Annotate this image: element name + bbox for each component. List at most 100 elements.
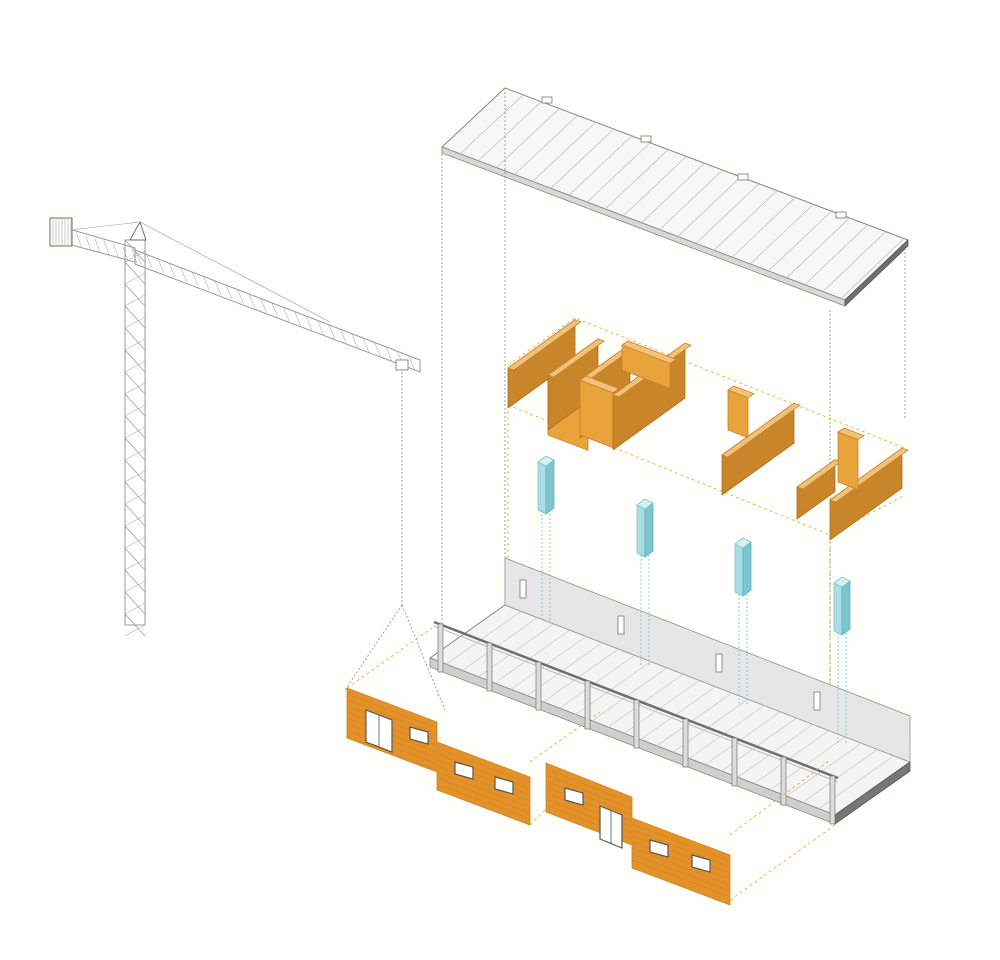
steel-column-top: [636, 498, 654, 510]
facade-board-line: [436, 783, 531, 820]
crane-mast-brace: [124, 481, 146, 505]
crane-jib-brace: [385, 346, 393, 361]
facade-board-line: [631, 835, 731, 874]
crane-jib-brace: [328, 324, 336, 339]
steel-column-flange: [841, 580, 851, 636]
timber-wall-top: [621, 340, 677, 364]
floor-joint: [640, 686, 716, 740]
steel-column-web: [734, 543, 744, 597]
roof-joint: [840, 238, 905, 299]
crane-mast-brace: [124, 492, 146, 505]
crane-jib-brace: [374, 342, 381, 357]
roof-joint: [496, 108, 560, 168]
facade-board-line: [631, 829, 731, 868]
roof-panel-joints: [459, 94, 905, 299]
facade-window: [691, 854, 711, 873]
crane-counter-brace: [94, 238, 101, 253]
crane-mast-brace: [124, 261, 146, 285]
facade-window: [564, 787, 584, 806]
roof-joint: [623, 156, 687, 217]
roof-joint: [550, 128, 615, 189]
crane-counter-brace: [76, 233, 82, 248]
facade-board-line: [346, 693, 438, 729]
facade-window: [409, 726, 429, 745]
floor-joint: [494, 629, 571, 684]
roof-slab: [441, 87, 909, 307]
timber-wall-top: [837, 427, 865, 441]
grey-guide-lines: [441, 92, 906, 700]
crane-jib-brace: [317, 320, 324, 335]
timber-wall-top: [727, 385, 755, 399]
crane-jib-brace: [408, 355, 415, 370]
steel-column-web: [833, 582, 843, 636]
crane-counter-brace: [131, 249, 138, 264]
roof-joint: [695, 183, 760, 244]
crane-mast-brace: [124, 327, 146, 351]
roof-joint: [514, 115, 578, 175]
crane-jib-brace: [260, 298, 267, 313]
facade-panel-right: [545, 762, 731, 906]
crane-jib-brace: [305, 315, 313, 331]
steel-column-flange: [742, 541, 752, 597]
crane-apex: [129, 220, 147, 241]
crane-mast-brace: [124, 415, 146, 439]
facade-window: [494, 776, 514, 795]
steel-column-web: [636, 504, 646, 558]
crane-jib-brace: [146, 254, 153, 269]
crane-jib-brace: [191, 271, 199, 287]
floor-joint: [559, 654, 635, 709]
facade-guide-lines: [346, 627, 836, 901]
floor-joint: [462, 617, 538, 671]
back-wall-doors: [519, 579, 821, 711]
facade-board-line: [631, 853, 731, 892]
crane-jib-brace: [157, 258, 165, 273]
floor-joint: [737, 724, 814, 778]
roof-joint: [677, 176, 741, 237]
door-opening: [813, 691, 821, 711]
floor-joint: [802, 749, 878, 803]
floor-joint: [656, 692, 733, 747]
facade-board-line: [545, 768, 633, 804]
facade-board-line: [631, 847, 731, 886]
timber-wall-top: [507, 319, 582, 371]
crane-jib-brace: [248, 293, 256, 309]
timber-wall-core-mid: [727, 389, 749, 439]
facade-board-line: [631, 823, 731, 862]
crane-counter-brace: [113, 243, 119, 258]
facade-board-line: [436, 765, 531, 802]
steel-column-top: [537, 455, 555, 467]
facade-board-line: [436, 753, 531, 790]
steel-column-top: [734, 537, 752, 549]
timber-wall-top: [829, 447, 909, 503]
crane-mast-brace: [124, 470, 146, 483]
roof-joint: [731, 197, 796, 258]
facade-board-line: [346, 699, 438, 735]
interior-timber-walls: [507, 318, 909, 541]
roof-joint: [804, 224, 868, 285]
facade-board-line: [631, 859, 731, 898]
crane-mast-brace: [124, 448, 146, 461]
facade-board-line: [631, 841, 731, 880]
floor-joint: [786, 742, 862, 797]
roof-joint: [532, 121, 596, 182]
facade-board-line: [436, 759, 531, 796]
crane-mast-brace: [124, 393, 146, 417]
crane-mast-brace: [124, 580, 146, 593]
steel-columns: [537, 455, 851, 636]
balcony-post: [829, 775, 836, 825]
crane-counter-brace: [85, 235, 91, 251]
crane-mast-brace: [124, 547, 146, 571]
door-opening: [519, 579, 527, 599]
tower-crane: [49, 217, 421, 637]
crane-mast-brace: [124, 591, 146, 615]
crane-mast-brace: [124, 294, 146, 307]
crane-jib-brace: [271, 302, 279, 317]
balcony-post: [731, 737, 738, 787]
facade-timber-panels: [346, 687, 731, 906]
roof-joint: [641, 162, 705, 223]
facade-board-line: [346, 735, 438, 771]
floor-joint: [688, 705, 765, 759]
balcony-post: [633, 699, 640, 749]
crane-mast-brace: [124, 536, 146, 549]
